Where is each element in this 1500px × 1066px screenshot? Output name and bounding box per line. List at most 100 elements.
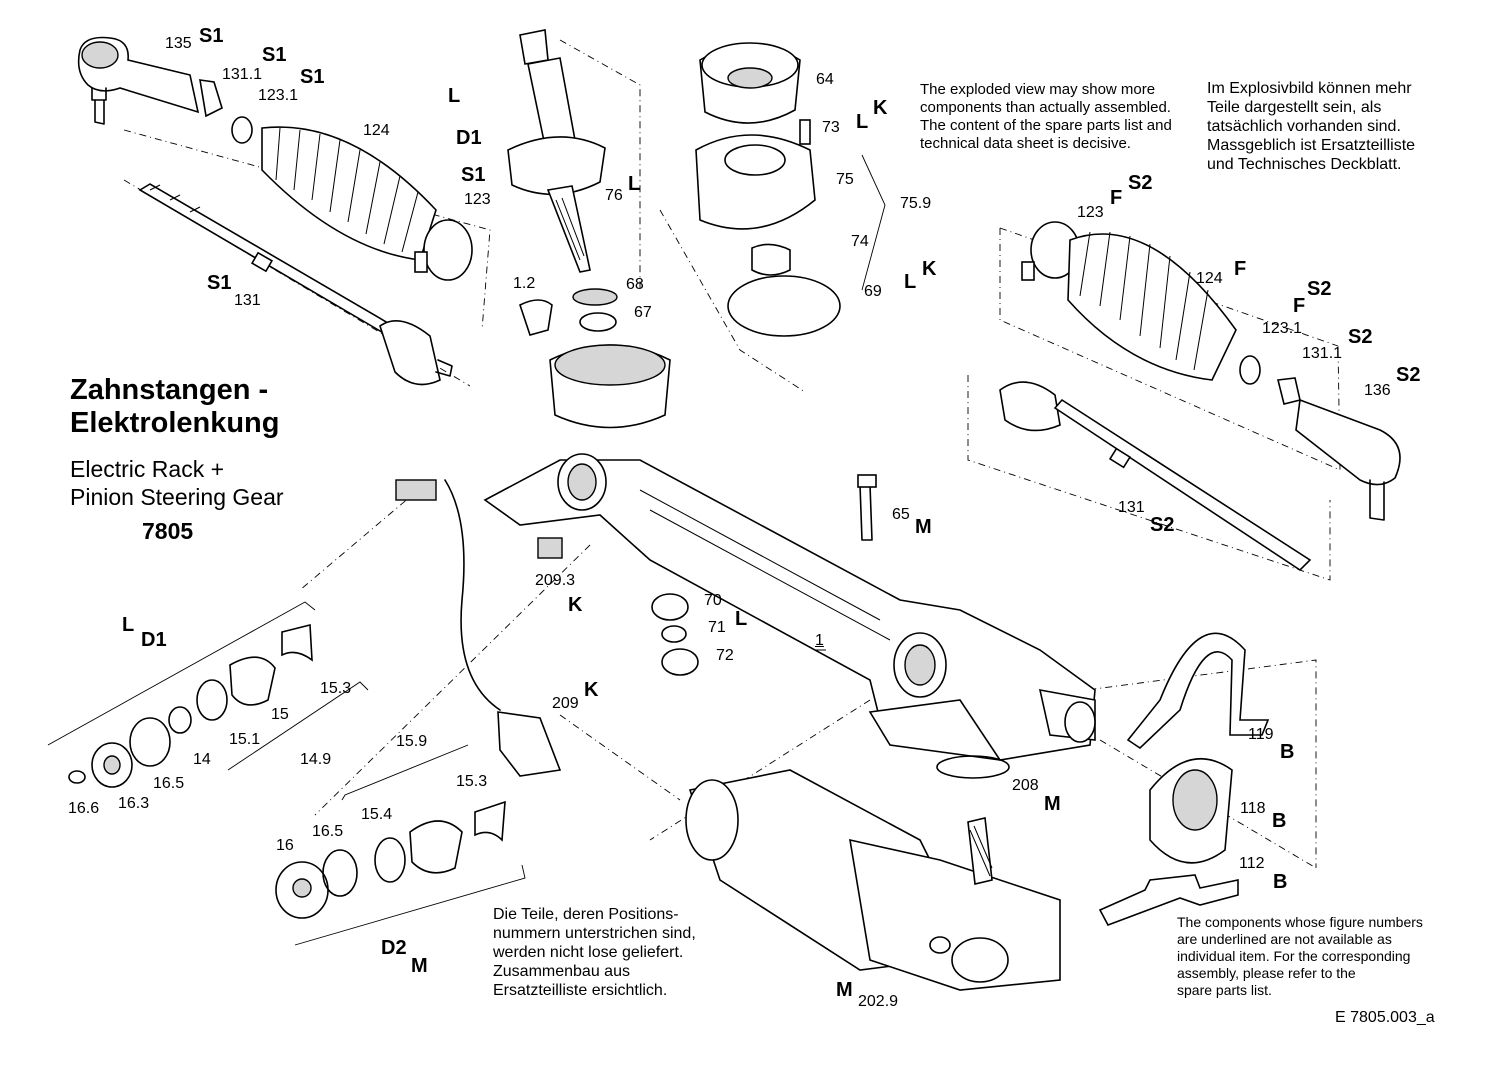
key-l: L — [122, 614, 135, 636]
key-s1: S1 — [199, 25, 224, 47]
note-bottom-en-line: are underlined are not available as — [1177, 931, 1392, 947]
key-b: B — [1273, 871, 1288, 893]
upper-cover — [695, 42, 841, 337]
note-top-de: Im Explosivbild können mehr Teile darges… — [1207, 79, 1415, 174]
key-s1: S1 — [207, 272, 232, 294]
part-number-123: 123 — [464, 191, 491, 208]
pinion-shaft — [507, 29, 618, 336]
tie-rod-end-left — [77, 36, 253, 144]
key-s2: S2 — [1150, 514, 1175, 536]
part-number-16-5: 16.5 — [312, 823, 344, 840]
key-f: F — [1110, 187, 1123, 209]
part-number-14-9: 14.9 — [300, 751, 332, 768]
key-m: M — [1044, 793, 1061, 815]
part-number-71: 71 — [708, 619, 726, 636]
sensor-kit-left — [68, 623, 313, 788]
part-number-1-2: 1.2 — [513, 275, 536, 292]
title-en-line2: Pinion Steering Gear — [70, 484, 284, 510]
part-number-76: 76 — [605, 187, 623, 204]
part-number-16-6: 16.6 — [68, 800, 100, 817]
part-number-135: 135 — [165, 35, 192, 52]
key-s2: S2 — [1307, 278, 1332, 300]
note-bottom-en-line: The components whose figure numbers — [1177, 914, 1423, 930]
part-number-123-1: 123.1 — [1262, 320, 1303, 337]
note-top-en-line: The content of the spare parts list and — [920, 117, 1172, 134]
key-l: L — [735, 608, 748, 630]
part-number-123: 123 — [1077, 204, 1104, 221]
part-number-64: 64 — [816, 71, 834, 88]
key-m: M — [915, 516, 932, 538]
part-number-14: 14 — [193, 751, 211, 768]
part-number-124: 124 — [363, 122, 390, 139]
title-de-line1: Zahnstangen - — [70, 374, 269, 406]
part-number-70: 70 — [704, 592, 722, 609]
key-l: L — [448, 85, 461, 107]
electric-motor — [685, 755, 1061, 991]
part-number-119: 119 — [1248, 726, 1274, 743]
part-number-73: 73 — [822, 119, 840, 136]
note-bottom-en-line: spare parts list. — [1177, 982, 1272, 998]
part-number-75: 75 — [836, 171, 854, 188]
key-k: K — [584, 679, 599, 701]
part-number-209: 209 — [552, 695, 579, 712]
part-number-131-1: 131.1 — [222, 66, 263, 83]
note-top-en-line: components than actually assembled. — [920, 99, 1171, 116]
note-bottom-de: Die Teile, deren Positions- nummern unte… — [493, 905, 696, 1000]
title-number: 7805 — [142, 518, 194, 544]
note-bottom-en-line: assembly, please refer to the — [1177, 965, 1356, 981]
note-bottom-de-line: werden nicht lose geliefert. — [493, 944, 684, 961]
inner-tie-rod-right — [999, 381, 1401, 572]
note-top-de-line: Teile dargestellt sein, als — [1207, 99, 1382, 116]
part-number-15-3: 15.3 — [456, 773, 488, 790]
note-top-de-line: Massgeblich ist Ersatzteilliste — [1207, 137, 1416, 154]
note-top-de-line: tatsächlich vorhanden sind. — [1207, 118, 1401, 135]
part-number-67: 67 — [634, 304, 652, 321]
part-number-16-3: 16.3 — [118, 795, 150, 812]
note-bottom-de-line: Ersatzteilliste ersichtlich. — [493, 982, 668, 999]
note-bottom-en-line: individual item. For the corresponding — [1177, 948, 1411, 964]
part-number-15: 15 — [271, 706, 289, 723]
bellows-left — [261, 126, 473, 281]
key-s2: S2 — [1348, 326, 1373, 348]
inner-tie-rod-left — [138, 183, 453, 386]
key-k: K — [568, 594, 583, 616]
key-s2: S2 — [1396, 364, 1421, 386]
part-number-202-9: 202.9 — [858, 993, 899, 1010]
part-number-65: 65 — [892, 506, 910, 523]
wiring-harness — [395, 479, 563, 777]
leader-brackets — [47, 154, 886, 946]
note-bottom-de-line: nummern unterstrichen sind, — [493, 925, 696, 942]
note-top-en-line: The exploded view may show more — [920, 81, 1156, 98]
part-number-123-1: 123.1 — [258, 87, 299, 104]
part-number-118: 118 — [1240, 800, 1266, 817]
key-s1: S1 — [461, 164, 486, 186]
note-bottom-en: The components whose figure numbers are … — [1177, 914, 1423, 999]
rack-housing — [483, 344, 1096, 762]
key-b: B — [1280, 741, 1295, 763]
key-m: M — [411, 955, 428, 977]
note-top-de-line: Im Explosivbild können mehr — [1207, 80, 1412, 97]
key-m: M — [836, 979, 853, 1001]
note-top-en: The exploded view may show more componen… — [920, 81, 1172, 153]
part-number-124: 124 — [1196, 270, 1223, 287]
part-number-131-1: 131.1 — [1302, 345, 1343, 362]
part-number-68: 68 — [626, 276, 644, 293]
part-number-75-9: 75.9 — [900, 195, 932, 212]
key-l: L — [856, 111, 869, 133]
key-d1: D1 — [141, 629, 167, 651]
part-number-15-9: 15.9 — [396, 733, 428, 750]
key-f: F — [1293, 295, 1306, 317]
part-number-131: 131 — [1118, 499, 1145, 516]
key-s1: S1 — [300, 66, 325, 88]
key-s2: S2 — [1128, 172, 1153, 194]
key-l: L — [628, 173, 641, 195]
part-number-209-3: 209.3 — [535, 572, 576, 589]
part-number-112: 112 — [1239, 855, 1265, 872]
part-number-15-3: 15.3 — [320, 680, 352, 697]
part-number-136: 136 — [1364, 382, 1391, 399]
key-b: B — [1272, 810, 1287, 832]
part-number-131: 131 — [234, 292, 261, 309]
key-k: K — [922, 258, 937, 280]
part-number-15-4: 15.4 — [361, 806, 393, 823]
